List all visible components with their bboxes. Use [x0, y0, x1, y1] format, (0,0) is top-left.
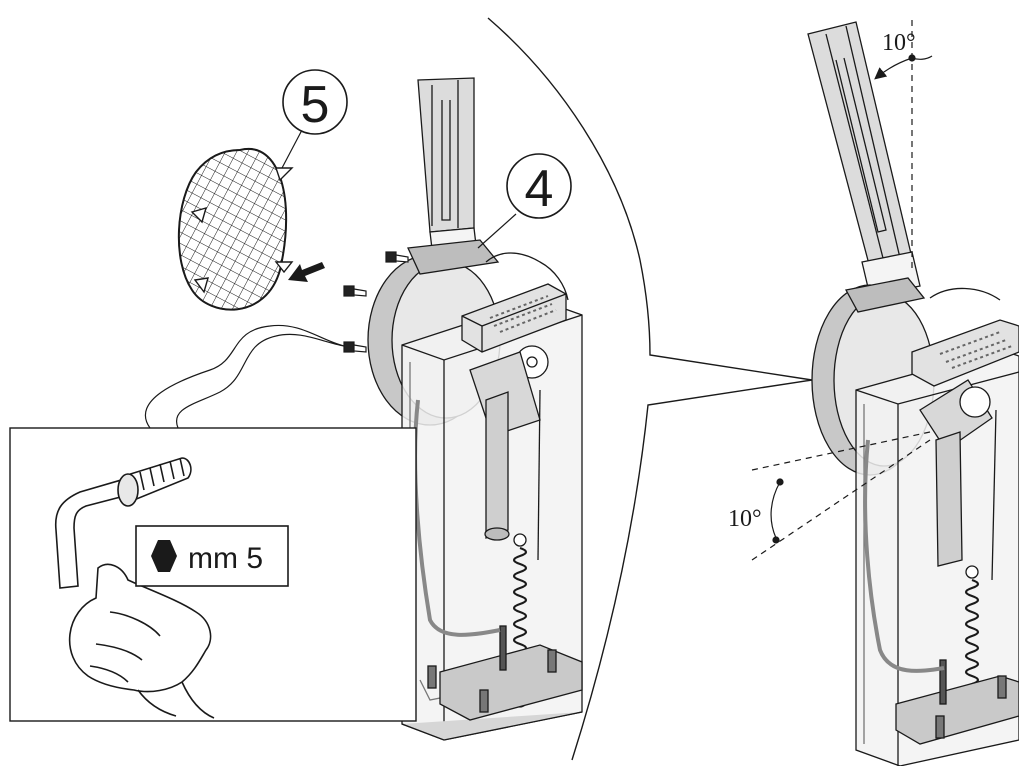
inset-connector [144, 324, 345, 429]
callout-5: 5 [281, 69, 348, 169]
control-board-right [911, 287, 1019, 387]
gear-mechanism-right [919, 379, 997, 581]
screw-middle [343, 285, 367, 297]
hand [68, 563, 215, 719]
boom-arm-right [807, 21, 921, 297]
arm-tilt-label: 10° [728, 506, 762, 532]
removal-arrow [288, 262, 325, 282]
base-plate-left [427, 625, 583, 721]
barrier-cabinet-right [807, 21, 1019, 766]
callout-5-label: 5 [301, 76, 330, 134]
detail-callout-outline [487, 17, 813, 761]
arm-tilt-indicator: 10° [728, 431, 931, 561]
screw-bottom [343, 341, 367, 353]
boom-tilt-label: 10° [882, 30, 916, 56]
screws-left [343, 251, 409, 353]
inspection-cover [177, 147, 294, 311]
gear-mechanism-left [469, 345, 549, 561]
key-size-box: mm 5 [135, 525, 289, 587]
screw-top [385, 251, 409, 263]
callout-4: 4 [477, 153, 572, 249]
base-plate-right [895, 659, 1019, 745]
callout-4-label: 4 [525, 160, 554, 218]
control-board-left [461, 252, 569, 353]
cable-right [863, 439, 945, 673]
key-size-label: mm 5 [188, 542, 263, 575]
boom-arm-left [417, 77, 479, 267]
allen-key [54, 457, 192, 589]
hexagon-icon [151, 540, 177, 572]
tool-inset: mm 5 [9, 324, 417, 722]
boom-tilt-indicator: 10° [874, 20, 933, 270]
